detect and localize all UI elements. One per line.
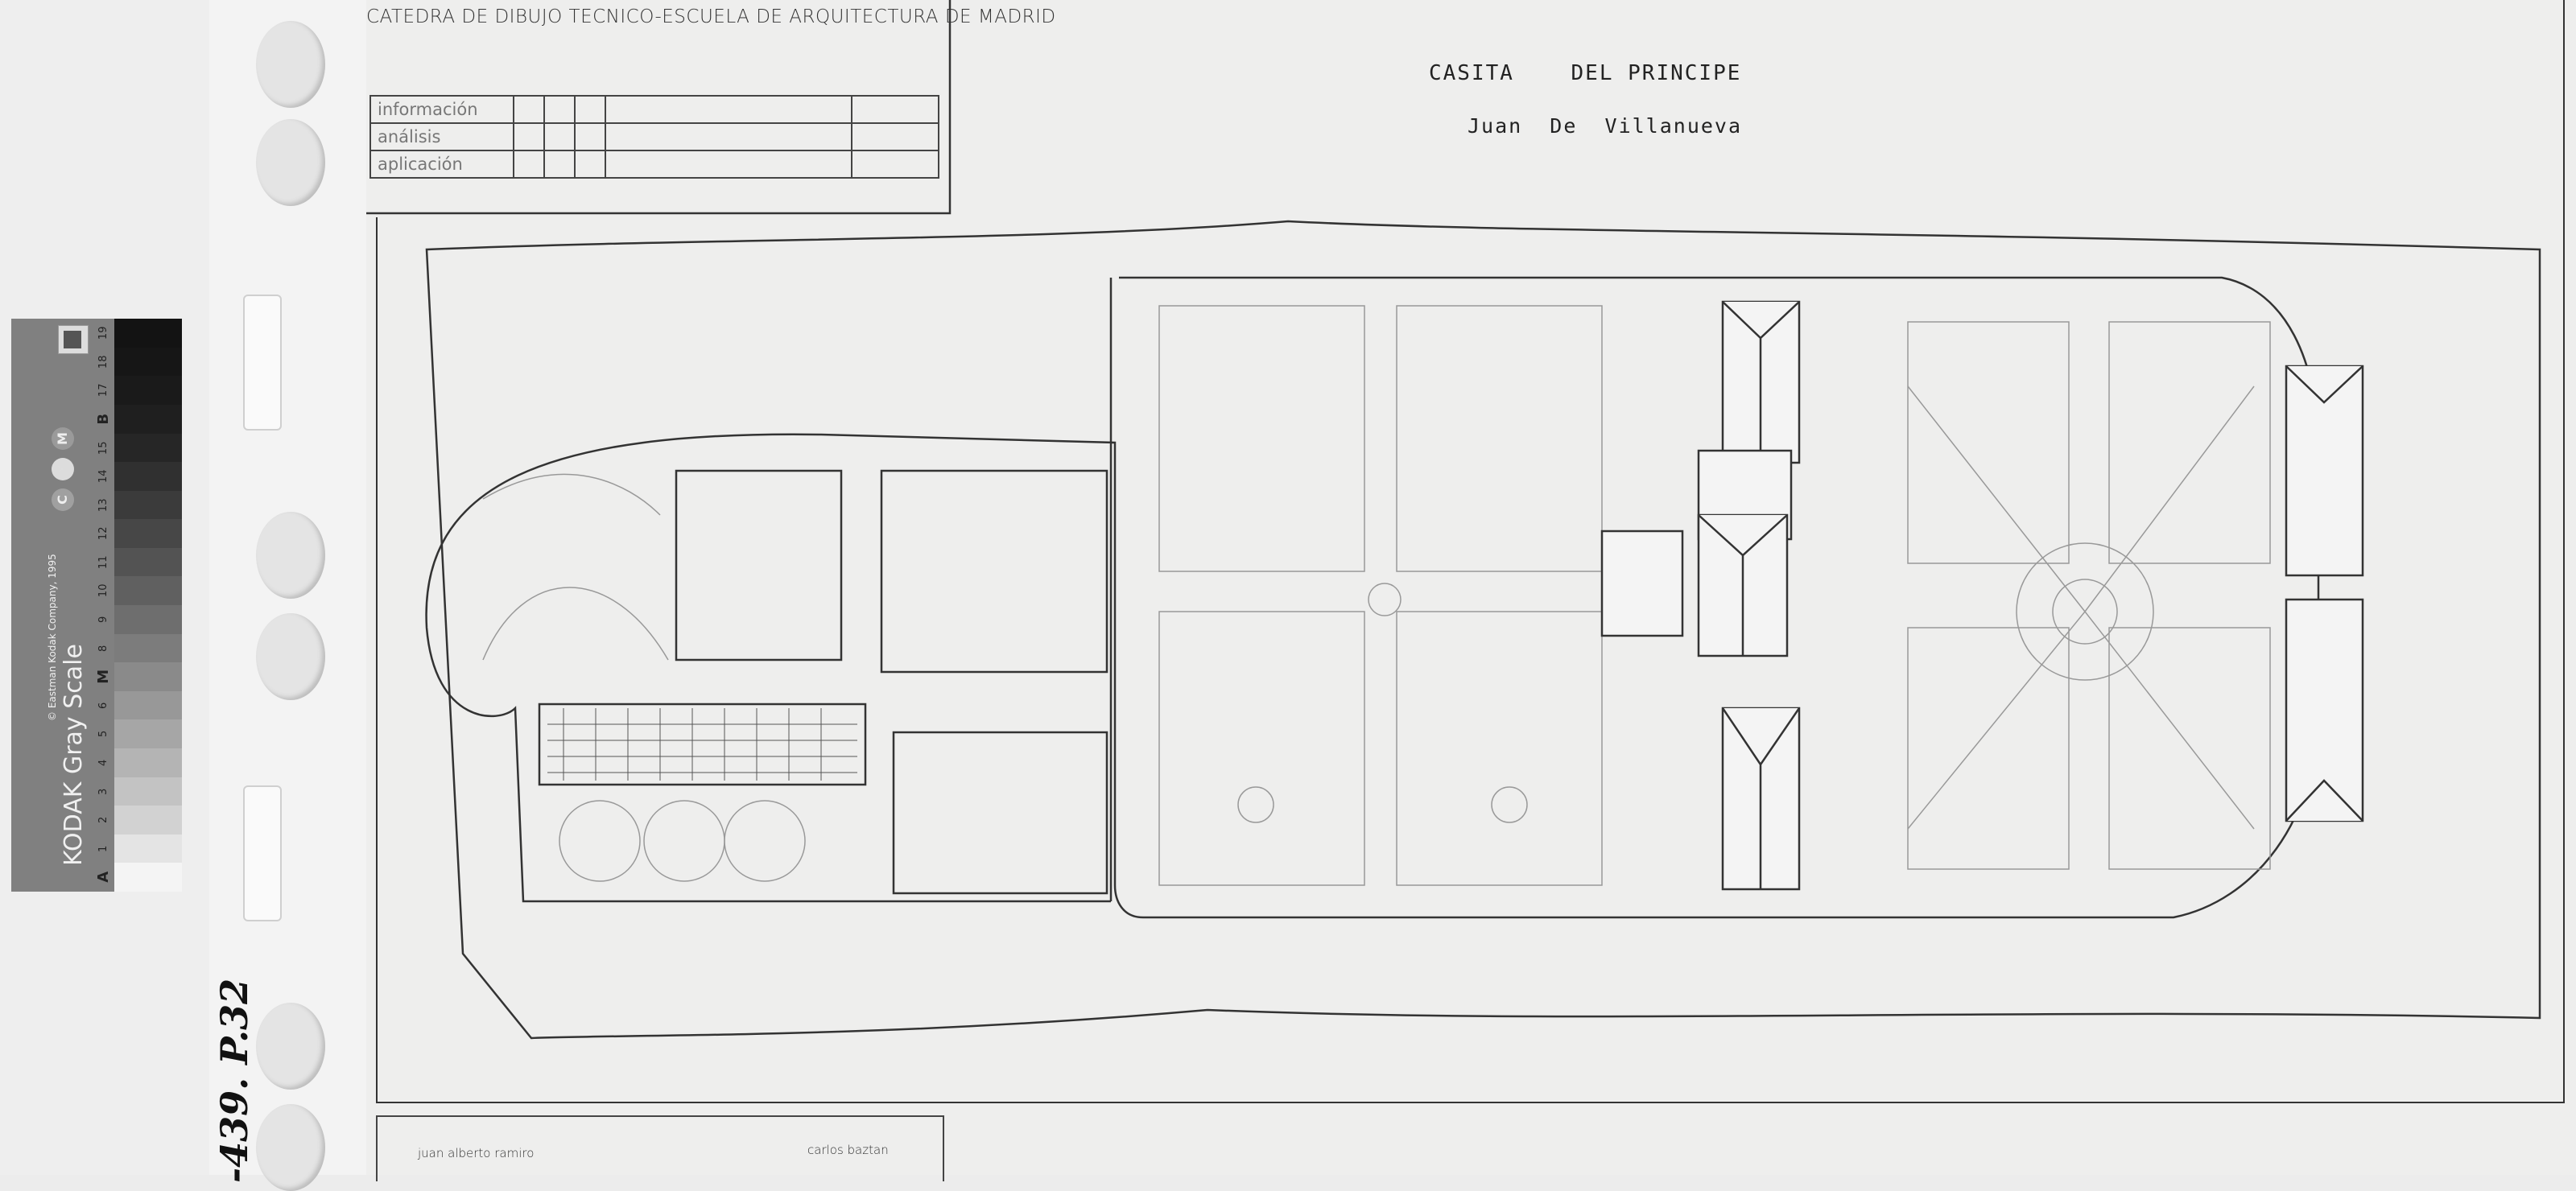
garden-outline: [425, 276, 2320, 919]
gray-step: [114, 462, 182, 491]
kodak-label-panel: © Eastman Kodak Company, 1995 KODAK Gray…: [11, 319, 114, 892]
punch-hole: [256, 21, 325, 108]
punch-hole: [256, 512, 325, 599]
archive-mark: -439. P.32: [213, 978, 256, 1183]
binder-strip: -439. P.32: [209, 0, 368, 1191]
gray-step: [114, 748, 182, 777]
kodak-logo: [58, 325, 89, 354]
scale-label: 15: [97, 441, 110, 455]
drawing-subtitle: Juan De Villanueva: [1468, 114, 1743, 138]
scale-label: 1: [97, 845, 110, 852]
scale-label: 13: [97, 498, 110, 512]
table-row: análisis: [369, 122, 939, 151]
gray-step: [114, 690, 182, 720]
scale-label: 4: [97, 759, 110, 766]
cym-c: C: [52, 488, 74, 511]
pergola-grid: [547, 708, 857, 781]
pergola: [538, 703, 867, 786]
casita-building: [1600, 300, 1801, 891]
school-heading: CATEDRA DE DIBUJO TECNICO-ESCUELA DE ARQ…: [366, 6, 1056, 27]
cym-y: Y: [52, 458, 74, 480]
gray-step: [114, 719, 182, 749]
punch-hole: [256, 1003, 325, 1090]
table-row: información: [369, 95, 939, 124]
gray-step: [114, 662, 182, 691]
pavilions: [2285, 365, 2364, 822]
author-right: carlos baztan: [807, 1143, 889, 1157]
scale-label: 3: [97, 788, 110, 795]
scale-label: 19: [97, 326, 110, 340]
table-row: aplicación: [369, 150, 939, 179]
gray-step: [114, 863, 182, 892]
author-left: juan alberto ramiro: [418, 1146, 535, 1160]
cym-markers: M Y C: [52, 427, 76, 511]
gray-step: [114, 404, 182, 434]
parterre-lower: [892, 731, 1108, 895]
row-label: aplicación: [369, 150, 514, 179]
site-plan-drawing: [366, 0, 2565, 1103]
sheet-frame: [376, 0, 2565, 1103]
scale-label: A: [95, 872, 113, 884]
authors-box: [376, 1115, 944, 1181]
punch-hole: [256, 1104, 325, 1191]
gray-step: [114, 376, 182, 405]
scale-label: B: [95, 413, 113, 425]
scale-label: 6: [97, 702, 110, 709]
scale-label: 2: [97, 816, 110, 824]
binder-slot: [243, 295, 282, 431]
gray-step: [114, 490, 182, 520]
gray-step: [114, 347, 182, 377]
gray-step: [114, 576, 182, 606]
scale-label: 14: [97, 469, 110, 484]
gray-step: [114, 433, 182, 463]
fountain-court: [880, 469, 1108, 674]
gray-step: [114, 519, 182, 548]
scale-label: 10: [97, 584, 110, 598]
cym-m: M: [52, 427, 74, 450]
kodak-copyright: © Eastman Kodak Company, 1995: [47, 554, 58, 721]
parterre-left: [675, 469, 843, 661]
site-boundary: [425, 220, 2541, 1040]
info-table: información análisis aplicación: [369, 95, 939, 179]
gray-step: [114, 319, 182, 348]
scale-label: 8: [97, 645, 110, 652]
scale-label: 11: [97, 555, 110, 569]
drawing-sheet: CATEDRA DE DIBUJO TECNICO-ESCUELA DE ARQ…: [366, 0, 2576, 1181]
gray-step: [114, 777, 182, 806]
scale-label: M: [95, 670, 113, 685]
kodak-name: KODAK Gray Scale: [60, 644, 88, 866]
scale-label: 9: [97, 616, 110, 623]
gray-step: [114, 806, 182, 835]
binder-slot: [243, 785, 282, 921]
gray-step: [114, 547, 182, 577]
scale-label: 12: [97, 526, 110, 541]
gray-steps: [114, 319, 182, 892]
title-block-border: [366, 0, 952, 215]
punch-hole: [256, 613, 325, 700]
row-label: análisis: [369, 122, 514, 151]
scale-label: 18: [97, 355, 110, 369]
gray-step: [114, 834, 182, 863]
drawing-title: CASITA DEL PRINCIPE: [1429, 61, 1742, 85]
row-label: información: [369, 95, 514, 124]
scale-label: 5: [97, 731, 110, 738]
scale-label: 17: [97, 383, 110, 398]
kodak-gray-scale: © Eastman Kodak Company, 1995 KODAK Gray…: [11, 319, 182, 892]
punch-hole: [256, 119, 325, 206]
gray-step: [114, 605, 182, 634]
gray-step: [114, 633, 182, 663]
